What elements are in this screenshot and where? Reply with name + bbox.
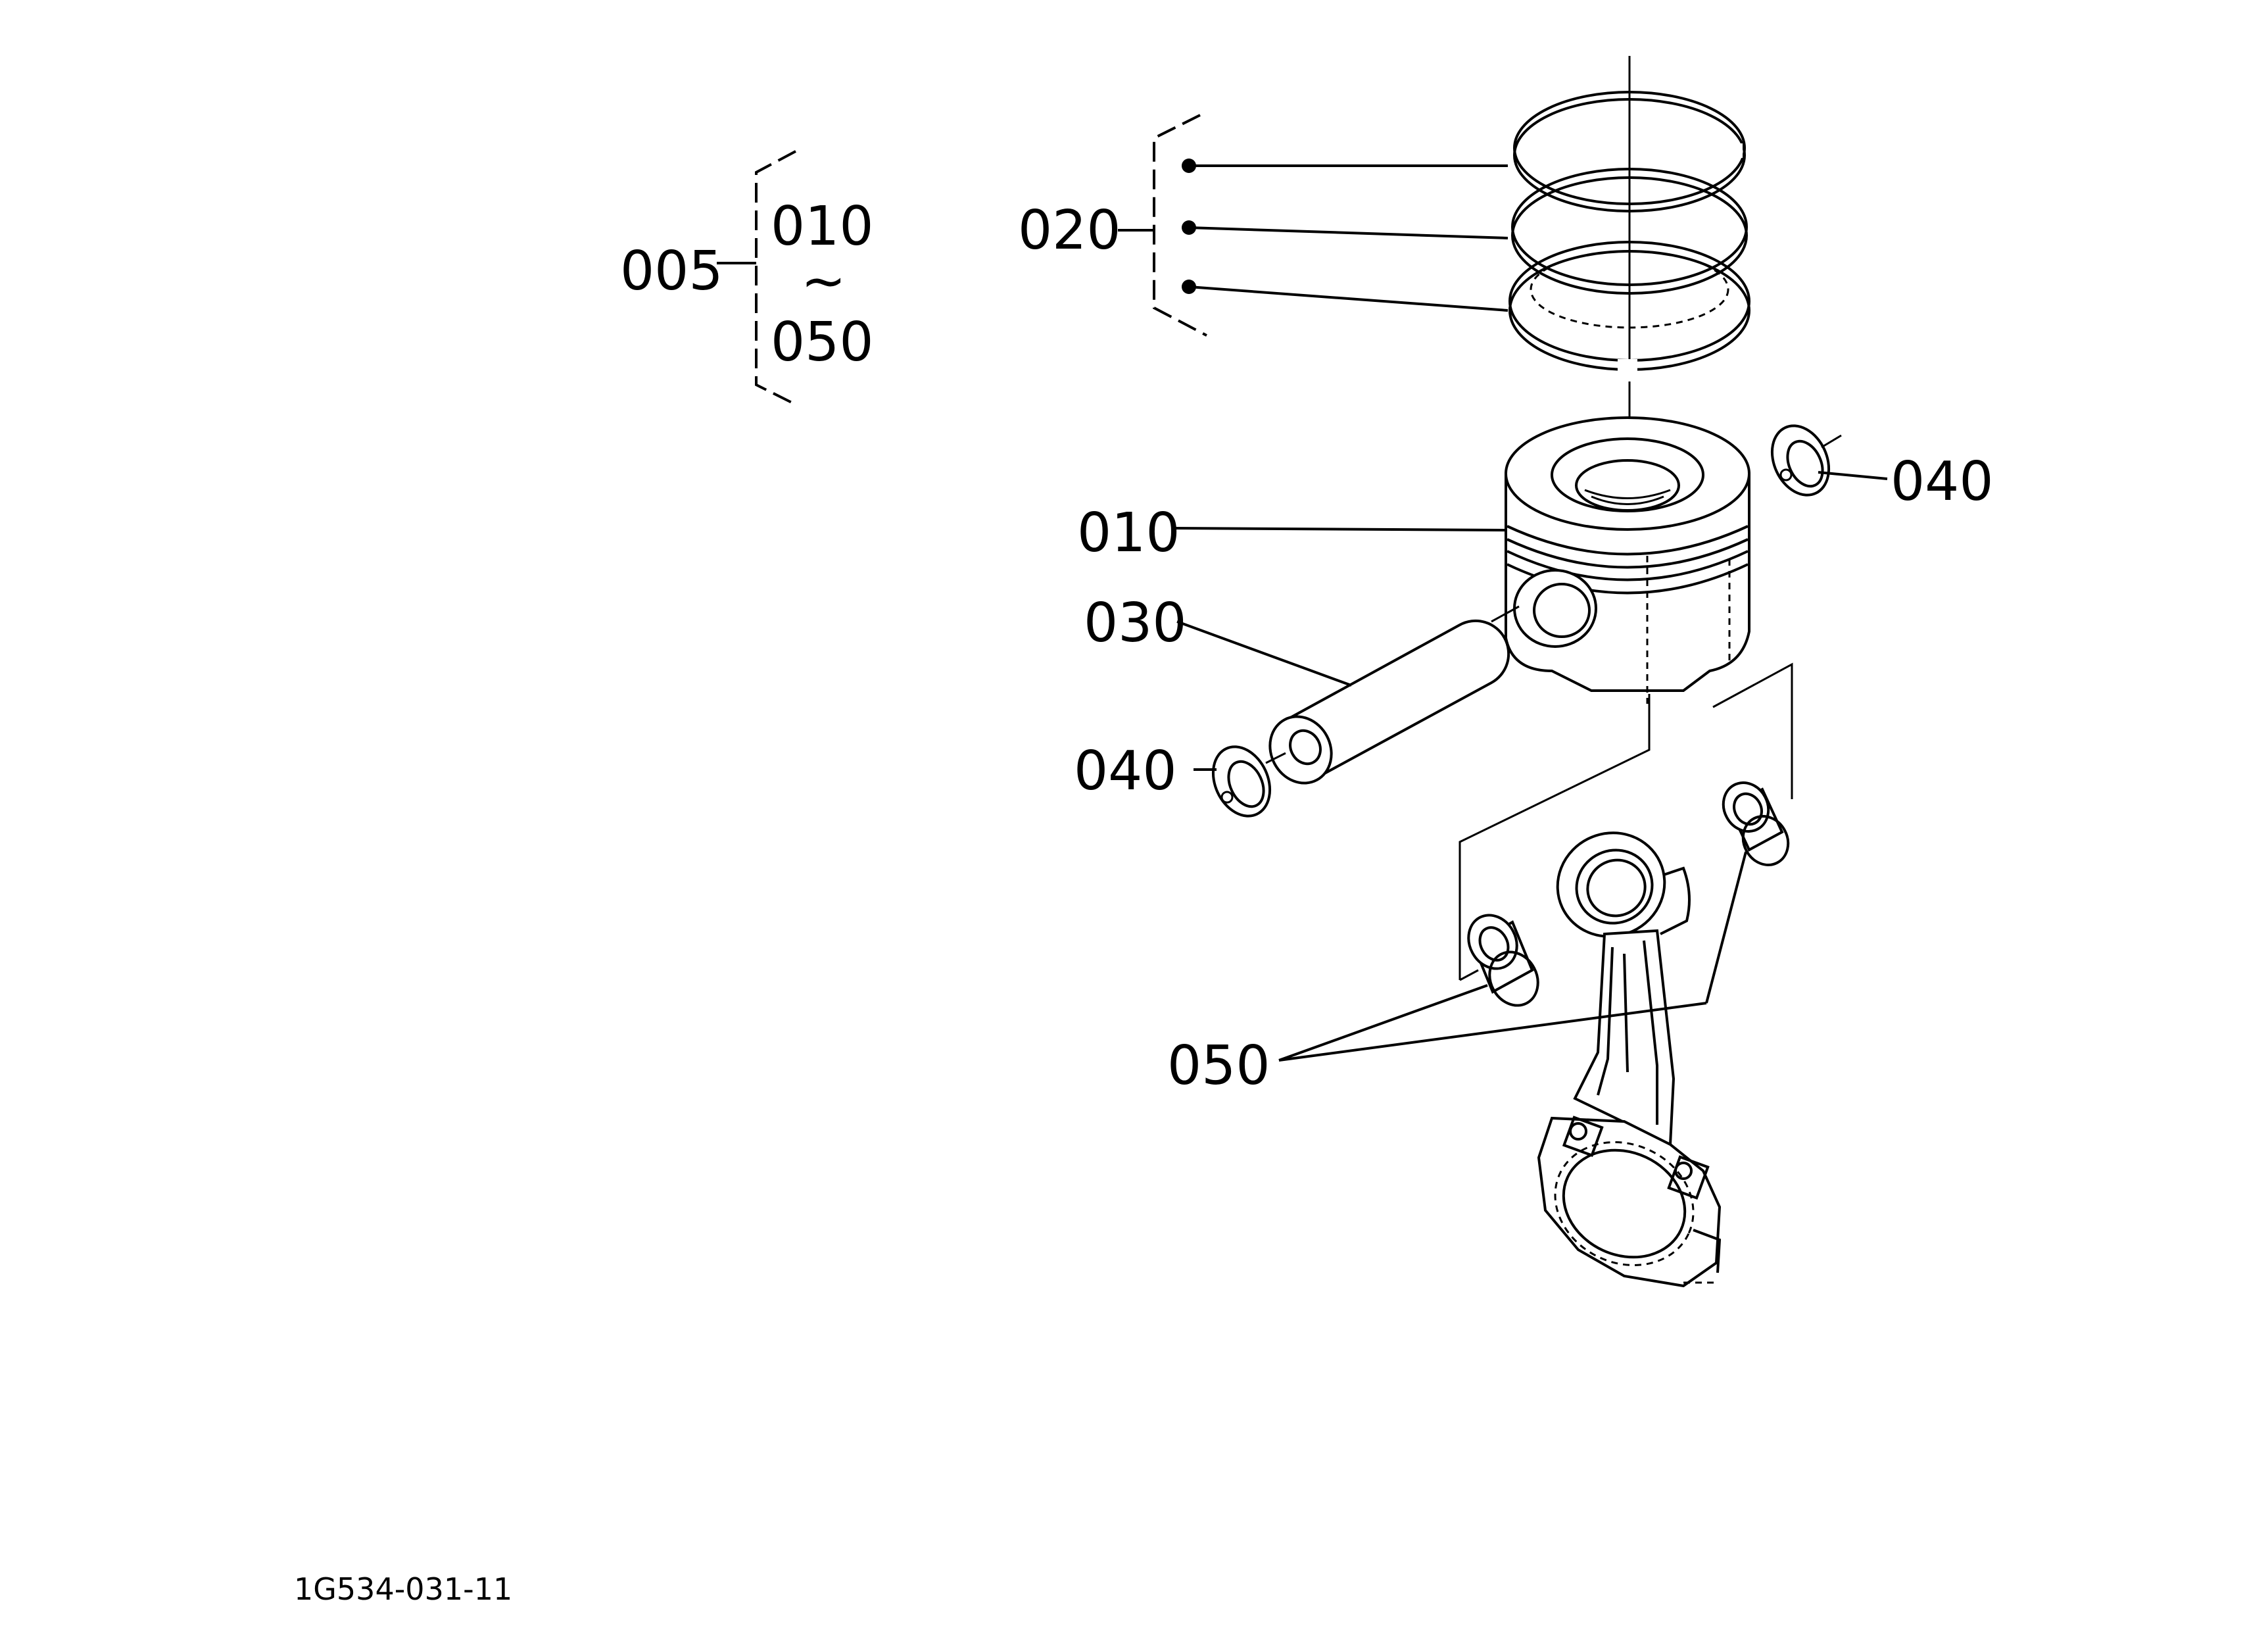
label-030: 030 xyxy=(1084,592,1187,654)
drawing-code: 1G534-031-11 xyxy=(294,1571,512,1607)
leader-010 xyxy=(1173,527,1508,531)
circlip-right xyxy=(1770,424,1888,497)
label-005: 005 xyxy=(620,240,723,303)
connecting-rod xyxy=(1537,831,1722,1288)
rings-bracket xyxy=(1118,114,1508,337)
label-040-left: 040 xyxy=(1074,740,1177,802)
bushing-lower xyxy=(1467,914,1539,1007)
circlip-left xyxy=(1194,745,1286,818)
piston-rings xyxy=(1508,91,1750,381)
label-050: 050 xyxy=(1167,1035,1270,1097)
label-range-end: 050 xyxy=(771,311,874,374)
bushing-upper xyxy=(1722,781,1790,866)
leader-030 xyxy=(1176,620,1352,687)
piston-pin xyxy=(1268,605,1520,785)
assembly-bracket xyxy=(717,150,796,406)
guide-lines xyxy=(1459,662,1793,981)
label-range-sep: ~ xyxy=(801,250,846,312)
label-040-right: 040 xyxy=(1891,451,1994,513)
label-020: 020 xyxy=(1018,199,1121,262)
piston xyxy=(1505,416,1750,704)
bushing-leaders xyxy=(1278,851,1747,1062)
label-range-start: 010 xyxy=(771,195,874,258)
label-010: 010 xyxy=(1077,502,1180,564)
